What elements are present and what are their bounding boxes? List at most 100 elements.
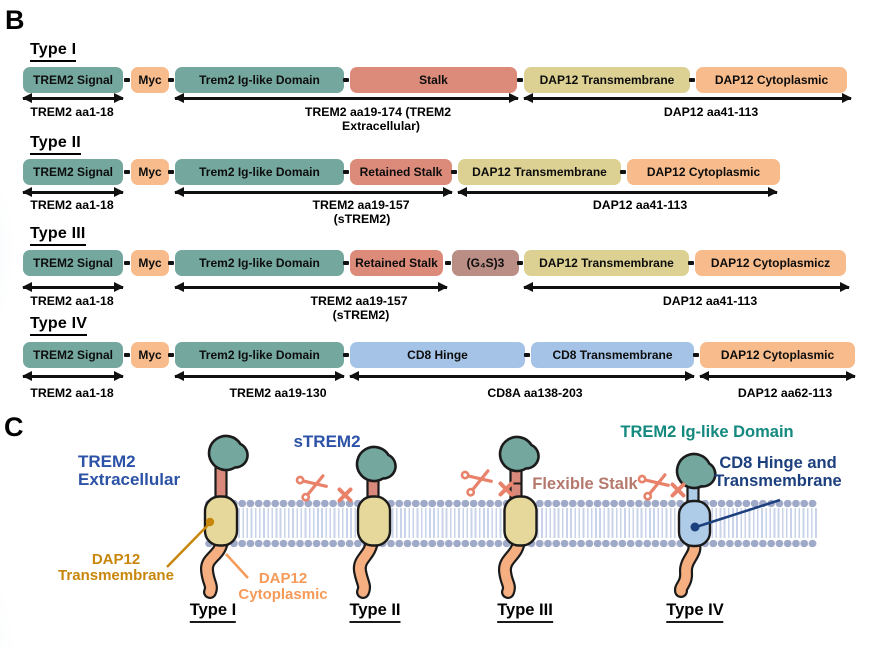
range-label: Extracellular) [342, 119, 420, 133]
ig-like-domain-label: TREM2 Ig-like Domain [620, 423, 794, 441]
trem2-extracellular-line2: Extracellular [78, 469, 181, 489]
range-label: TREM2 aa1-18 [30, 105, 114, 119]
range-arrow [22, 371, 124, 381]
type-iii-caption-text: Type III [497, 601, 553, 623]
domain-block-ig-like: Trem2 Ig-like Domain [168, 250, 344, 276]
type-ii-caption-text: Type II [349, 601, 401, 623]
ig-like-domain-head [355, 445, 397, 483]
domain-block-trem2-signal: TREM2 Signal [23, 342, 123, 368]
domain-block-myc: Myc [124, 67, 169, 93]
dap12-cyto-pointer [225, 553, 249, 579]
x-icon [670, 482, 686, 498]
domain-block-dap12-cyto: DAP12 Cytoplasmic [689, 67, 847, 93]
range-label: TREM2 aa1-18 [30, 198, 114, 212]
scissors-icon [295, 474, 328, 502]
dap12-tm-pointer [166, 517, 215, 568]
domain-block-dap12-cyto: DAP12 Cytoplasmic [693, 342, 855, 368]
domain-block-dap12-cyto: DAP12 Cytoplasmic [620, 159, 780, 185]
type-i-caption: Type I [189, 601, 237, 623]
type-iii-caption: Type III [497, 601, 553, 623]
trem2-extracellular-line1: TREM2 [78, 452, 136, 471]
x-icon [337, 487, 353, 503]
cd8-label-line2: Transmembrane [714, 471, 842, 490]
domain-block-dap12-tm: DAP12 Transmembrane [517, 250, 689, 276]
strem2-label: sTREM2 [293, 432, 361, 451]
type-iii-heading-text: Type III [30, 225, 86, 246]
cd8-hinge-tm-label: CD8 Hinge and Transmembrane [714, 454, 842, 490]
panel-label-c: C [4, 412, 24, 442]
range-arrow [174, 187, 453, 197]
scissors-icon [637, 473, 670, 501]
dap12-tm-line2: Transmembrane [58, 566, 174, 584]
range-arrow [349, 371, 695, 381]
range-label: TREM2 aa19-130 [229, 386, 327, 400]
transmembrane-domain [356, 495, 392, 547]
domain-block-dap12-tm: DAP12 Transmembrane [451, 159, 621, 185]
ig-like-domain-head [498, 435, 540, 473]
range-arrow [22, 187, 124, 197]
domain-block-ig-like: Trem2 Ig-like Domain [168, 67, 344, 93]
range-label: (sTREM2) [333, 212, 391, 226]
range-arrow [174, 282, 448, 292]
ig-like-domain-head [207, 434, 249, 472]
range-label: TREM2 aa19-157 [312, 198, 410, 212]
range-label: DAP12 aa62-113 [737, 386, 833, 400]
range-arrow [699, 371, 856, 381]
cleavage-site-2 [460, 469, 514, 497]
domain-block-myc: Myc [124, 342, 169, 368]
range-arrow [523, 282, 850, 292]
domain-block-ig-like: Trem2 Ig-like Domain [168, 159, 344, 185]
domain-block-cd8-hinge: CD8 Hinge [343, 342, 525, 368]
cd8-label-line1: CD8 Hinge and [719, 454, 837, 472]
range-label: DAP12 aa41-113 [663, 105, 759, 119]
range-arrow [174, 371, 345, 381]
panel-label-b: B [5, 5, 25, 35]
type-ii-heading: Type II [30, 134, 81, 155]
x-icon [498, 481, 514, 497]
domain-block-ig-like: Trem2 Ig-like Domain [168, 342, 344, 368]
range-label: CD8A aa138-203 [487, 386, 583, 400]
domain-block-dap12-tm: DAP12 Transmembrane [517, 67, 690, 93]
cytoplasmic-tail [355, 535, 377, 597]
domain-block-g4s-linker: (G₄S)3 [445, 250, 519, 276]
range-label: DAP12 aa41-113 [592, 198, 688, 212]
dap12-cytoplasmic-label: DAP12 Cytoplasmic [238, 571, 327, 602]
pointer-line [695, 498, 781, 529]
receptor-type-i [200, 434, 249, 599]
domain-block-myc: Myc [124, 250, 169, 276]
type-i-heading-text: Type I [30, 41, 77, 62]
anchor-dot [205, 517, 215, 527]
domain-block-trem2-signal: TREM2 Signal [23, 159, 123, 185]
cleavage-site-1 [295, 474, 353, 503]
transmembrane-domain [503, 495, 538, 547]
range-arrow [174, 93, 519, 103]
cytoplasmic-tail [500, 535, 524, 597]
cleavage-site-3 [637, 473, 686, 501]
domain-block-trem2-signal: TREM2 Signal [23, 67, 123, 93]
domain-block-retained-stalk: Retained Stalk [343, 159, 452, 185]
range-label: DAP12 aa41-113 [662, 294, 758, 308]
receptor-type-ii [352, 445, 397, 599]
range-arrow [457, 187, 778, 197]
domain-block-retained-stalk: Retained Stalk [343, 250, 443, 276]
range-arrow [523, 93, 852, 103]
range-label: (sTREM2) [332, 308, 390, 322]
domain-block-cd8-tm: CD8 Transmembrane [524, 342, 694, 368]
pointer-line [166, 523, 210, 568]
dap12-cyto-line1: DAP12 [258, 570, 308, 587]
range-arrow [22, 282, 124, 292]
domain-block-trem2-signal: TREM2 Signal [23, 250, 123, 276]
type-ii-caption: Type II [349, 601, 401, 623]
dap12-tm-line1: DAP12 [91, 551, 141, 568]
range-label: TREM2 aa1-18 [30, 386, 114, 400]
range-label: TREM2 aa1-18 [30, 294, 114, 308]
type-iv-caption-text: Type IV [666, 601, 724, 623]
domain-block-myc: Myc [124, 159, 169, 185]
transmembrane-domain [203, 495, 239, 547]
pointer-line [225, 553, 249, 579]
receptor-type-iii [498, 435, 540, 599]
type-i-caption-text: Type I [189, 601, 237, 623]
type-iv-heading-text: Type IV [30, 315, 88, 336]
